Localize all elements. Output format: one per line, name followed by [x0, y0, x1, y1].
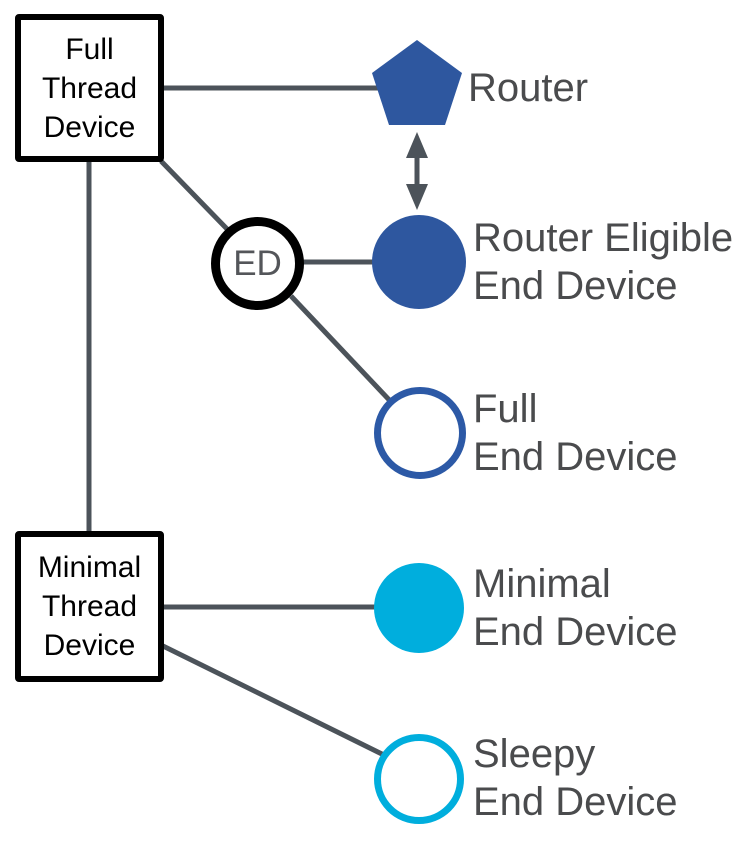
edge-mtd-sed — [161, 643, 392, 761]
minimal-thread-device-label-line: Minimal — [37, 551, 142, 584]
full-thread-device-box: Full Thread Device — [15, 14, 164, 162]
minimal-thread-device-label-line: Device — [43, 629, 136, 662]
ed-badge-label: ED — [233, 243, 282, 283]
full-thread-device-label-line: Device — [43, 110, 136, 144]
arrow-head-up-icon — [406, 132, 428, 158]
label-line: End Device — [473, 780, 678, 824]
edge-ftd-ed — [159, 159, 230, 232]
minimal-end-device-node — [374, 563, 464, 653]
router-label: Router — [468, 66, 589, 110]
double-arrow-router-reed — [406, 132, 428, 210]
ed-badge: ED — [211, 217, 304, 310]
full-end-device-label: Full End Device — [473, 385, 678, 481]
label-line: Full — [473, 387, 538, 431]
router-node — [372, 40, 462, 125]
full-thread-device-label-line: Full — [65, 32, 114, 66]
sleepy-end-device-label: Sleepy End Device — [473, 730, 678, 826]
router-eligible-end-device-node — [372, 215, 466, 309]
minimal-end-device-label: Minimal End Device — [473, 560, 678, 656]
label-line: End Device — [473, 435, 678, 479]
label-line: Sleepy — [473, 732, 596, 776]
full-end-device-node — [374, 387, 466, 479]
minimal-thread-device-label-line: Thread — [41, 590, 138, 623]
sleepy-end-device-node — [374, 734, 464, 824]
router-eligible-end-device-label: Router Eligible End Device — [473, 214, 733, 310]
full-thread-device-label-line: Thread — [41, 71, 138, 105]
label-line: Minimal — [473, 562, 611, 606]
label-line: End Device — [473, 264, 678, 308]
edge-ed-fed — [289, 294, 396, 407]
label-line: Router Eligible — [473, 216, 734, 260]
label-line: End Device — [473, 610, 678, 654]
minimal-thread-device-box: Minimal Thread Device — [15, 531, 164, 682]
arrow-head-down-icon — [406, 184, 428, 210]
